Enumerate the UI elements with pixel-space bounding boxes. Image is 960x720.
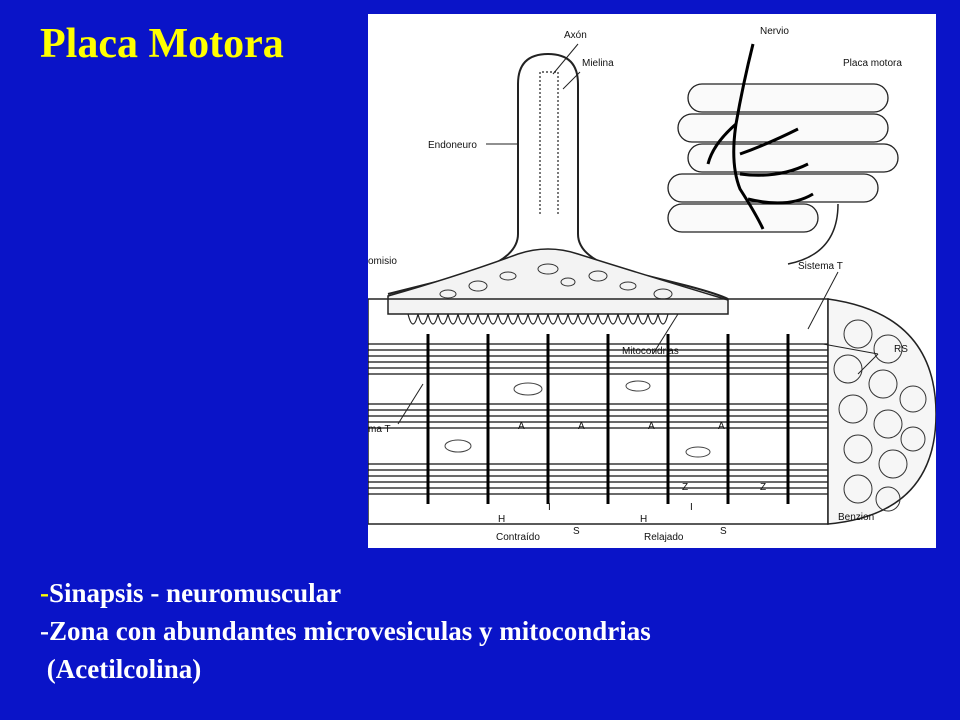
label-endoneuro: Endoneuro <box>428 140 477 151</box>
nerve-inset <box>667 43 899 265</box>
bullet-list: -Sinapsis - neuromuscular -Zona con abun… <box>40 574 651 688</box>
label-a3: A <box>648 421 655 432</box>
cross-section <box>827 298 936 525</box>
label-h1: H <box>498 514 505 525</box>
label-signature: Benzion <box>838 512 874 523</box>
bullet-item: -Sinapsis - neuromuscular <box>40 574 651 612</box>
bullet-item: (Acetilcolina) <box>40 650 651 688</box>
motor-endplate-diagram: Axón Mielina Endoneuro Nervio Placa moto… <box>368 14 936 548</box>
label-mitocondrias: Mitocondrias <box>622 346 679 357</box>
label-z1: Z <box>682 482 688 493</box>
label-mielina: Mielina <box>582 58 614 69</box>
bullet-text: -Zona con abundantes microvesiculas y mi… <box>40 616 651 646</box>
label-axon: Axón <box>564 30 587 41</box>
diagram-svg: Axón Mielina Endoneuro Nervio Placa moto… <box>368 26 936 543</box>
bullet-dash: - <box>40 578 49 608</box>
label-s2: S <box>720 526 727 537</box>
label-relajado: Relajado <box>644 532 684 543</box>
endplate-region <box>387 248 729 325</box>
label-omisio: omisio <box>368 256 397 267</box>
bullet-text: Sinapsis - neuromuscular <box>49 578 342 608</box>
label-contraido: Contraído <box>496 532 540 543</box>
label-s1: S <box>573 526 580 537</box>
label-sistema-t: Sistema T <box>798 261 843 272</box>
label-rs: RS <box>894 344 908 355</box>
label-h2: H <box>640 514 647 525</box>
label-a1: A <box>518 421 525 432</box>
bullet-text: (Acetilcolina) <box>40 654 202 684</box>
label-placa-motora: Placa motora <box>843 58 902 69</box>
muscle-fiber <box>368 298 829 525</box>
label-nervio: Nervio <box>760 26 789 37</box>
label-a2: A <box>578 421 585 432</box>
label-i2: I <box>690 502 693 513</box>
label-z2: Z <box>760 482 766 493</box>
label-a4: A <box>718 421 725 432</box>
bullet-item: -Zona con abundantes microvesiculas y mi… <box>40 612 651 650</box>
label-i1: I <box>548 502 551 513</box>
slide-title: Placa Motora <box>40 21 284 67</box>
label-ma-t: ma T <box>368 424 391 435</box>
